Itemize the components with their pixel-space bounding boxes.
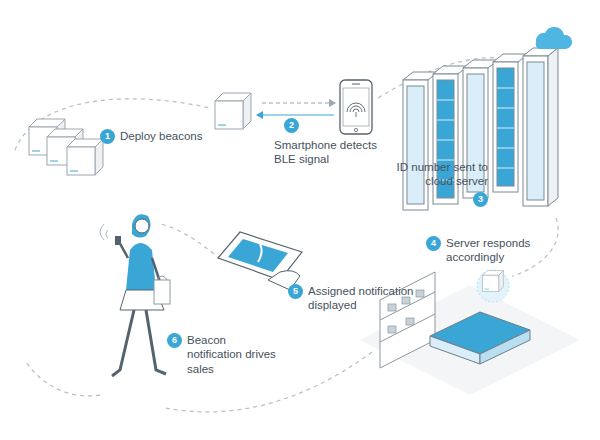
step-node: 6 Beacon notification drives sales xyxy=(167,333,283,376)
callout-number: 3 xyxy=(473,192,488,207)
step-label: Assigned notification displayed xyxy=(308,284,426,313)
dashed-path xyxy=(15,58,558,412)
step-label: Server responds accordingly xyxy=(446,236,538,265)
callout-number: 6 xyxy=(167,333,182,348)
beacon-signal xyxy=(215,93,336,129)
phone-in-hand xyxy=(218,232,302,290)
step-node: 2Smartphone detects BLE signal xyxy=(274,118,386,167)
step-label: Smartphone detects BLE signal xyxy=(274,138,386,167)
callout-number: 4 xyxy=(426,236,441,251)
shopper-figure xyxy=(100,214,170,376)
step-label: Beacon notification drives sales xyxy=(187,333,283,376)
step-node: 1 Deploy beacons xyxy=(100,129,202,144)
callout-number: 5 xyxy=(288,284,303,299)
step-node: 3 ID number sent to cloud server xyxy=(392,160,488,207)
callout-number: 2 xyxy=(284,118,299,133)
step-label: ID number sent to cloud server xyxy=(392,160,488,189)
step-node: 5 Assigned notification displayed xyxy=(288,284,426,313)
step-label: Deploy beacons xyxy=(120,129,202,143)
callout-number: 1 xyxy=(100,129,115,144)
step-node: 4 Server responds accordingly xyxy=(426,236,538,265)
beacon-group xyxy=(29,119,103,175)
smartphone xyxy=(340,80,372,134)
